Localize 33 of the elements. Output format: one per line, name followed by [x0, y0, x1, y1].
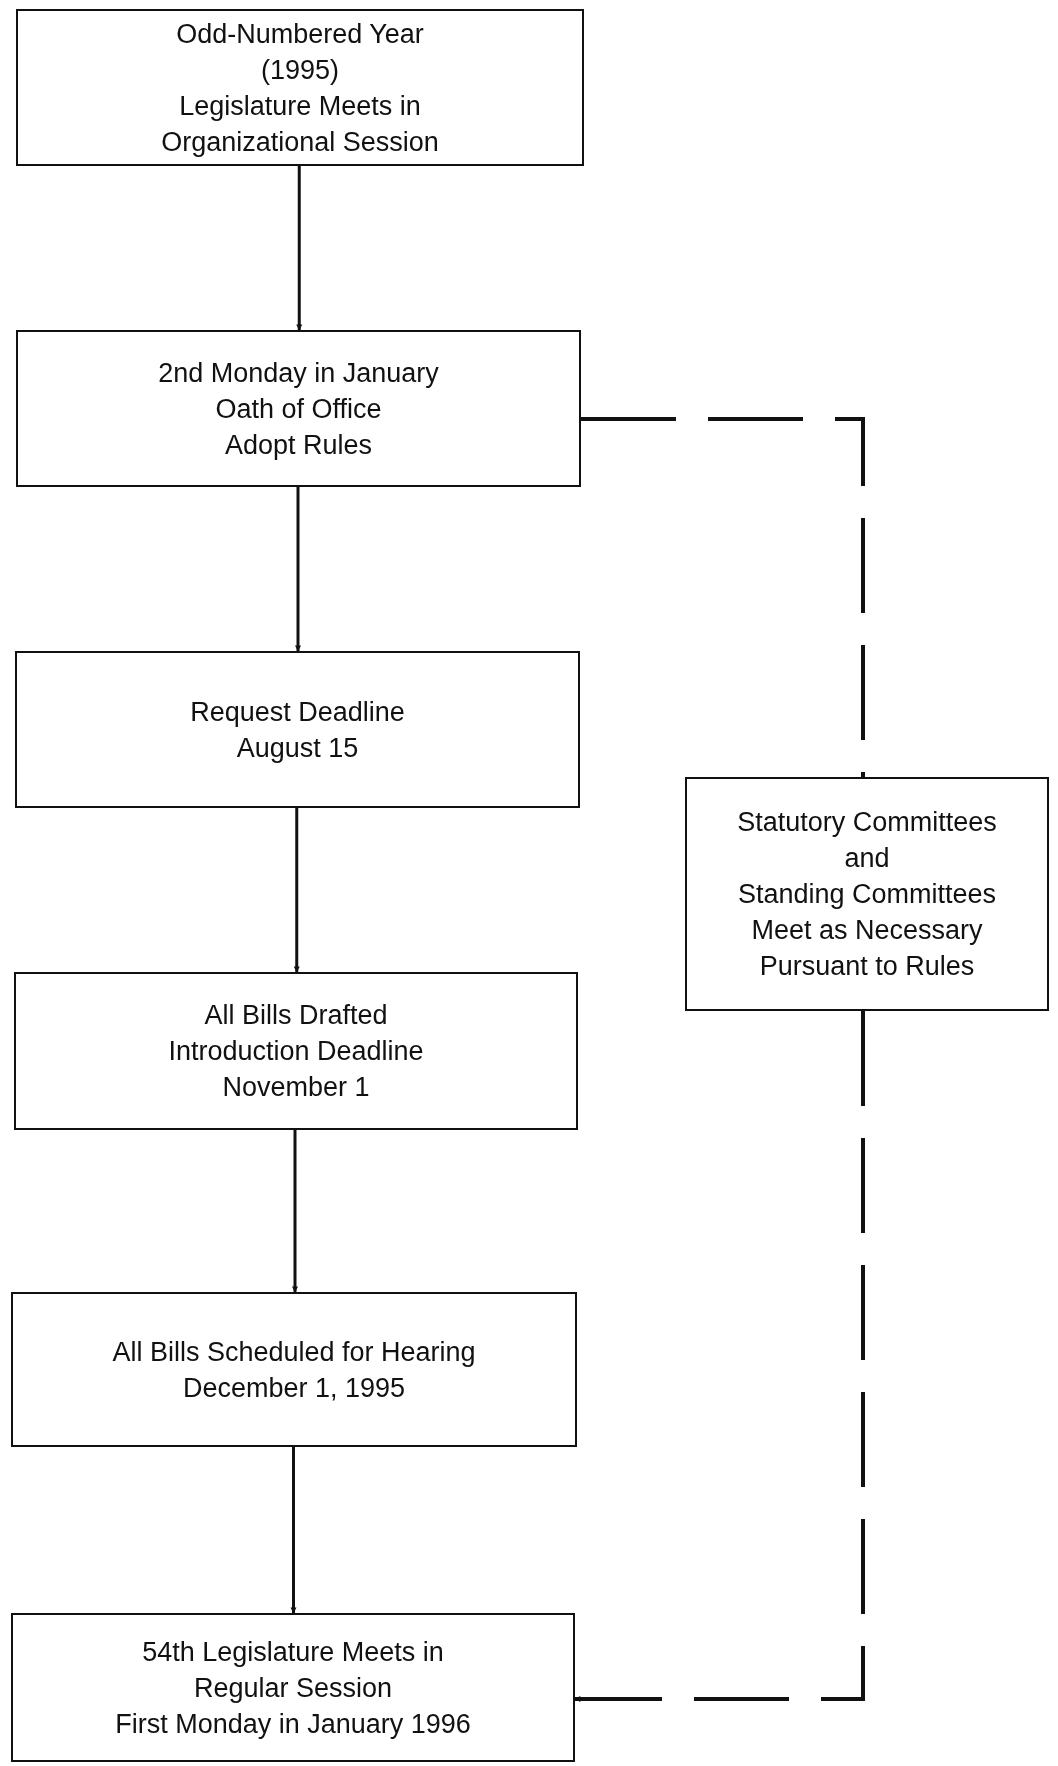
box-text: August 15 — [236, 731, 359, 765]
box-text: All Bills Drafted — [204, 999, 388, 1032]
process-box — [685, 777, 1049, 1011]
box-text: Standing Committees — [737, 878, 997, 911]
box-text: Odd-Numbered Year — [176, 17, 424, 51]
box-text: Oath of Office — [215, 392, 382, 426]
process-box — [16, 9, 584, 166]
box-text: Legislature Meets in Organizational Session — [160, 89, 440, 159]
process-box — [16, 330, 581, 487]
box-text: Meet as Necessary — [751, 914, 983, 947]
box-text: Pursuant to Rules — [759, 950, 975, 983]
arrow — [293, 808, 300, 973]
process-box — [14, 972, 578, 1130]
process-box — [15, 651, 580, 808]
arrow — [296, 166, 303, 331]
box-text: December 1, 1995 — [182, 1371, 406, 1405]
box-text: Statutory Committees — [737, 806, 997, 839]
arrow — [290, 1447, 297, 1614]
box-text: Adopt Rules — [224, 428, 373, 462]
arrow — [295, 487, 301, 652]
process-box — [11, 1292, 577, 1447]
box-text: and — [844, 842, 890, 875]
arrow — [292, 1130, 298, 1293]
box-text: (1995) — [260, 53, 339, 87]
box-text: Introduction Deadline — [168, 1035, 424, 1068]
box-text: November 1 — [222, 1071, 370, 1104]
box-text: 2nd Monday in January — [158, 356, 439, 390]
process-box — [11, 1613, 575, 1762]
box-text: 54th Legislature Meets in Regular Session — [141, 1635, 445, 1705]
box-text: First Monday in January 1996 — [115, 1707, 471, 1741]
arrow — [574, 1011, 865, 1702]
box-text: Request Deadline — [190, 695, 405, 729]
box-text: All Bills Scheduled for Hearing — [112, 1335, 476, 1369]
